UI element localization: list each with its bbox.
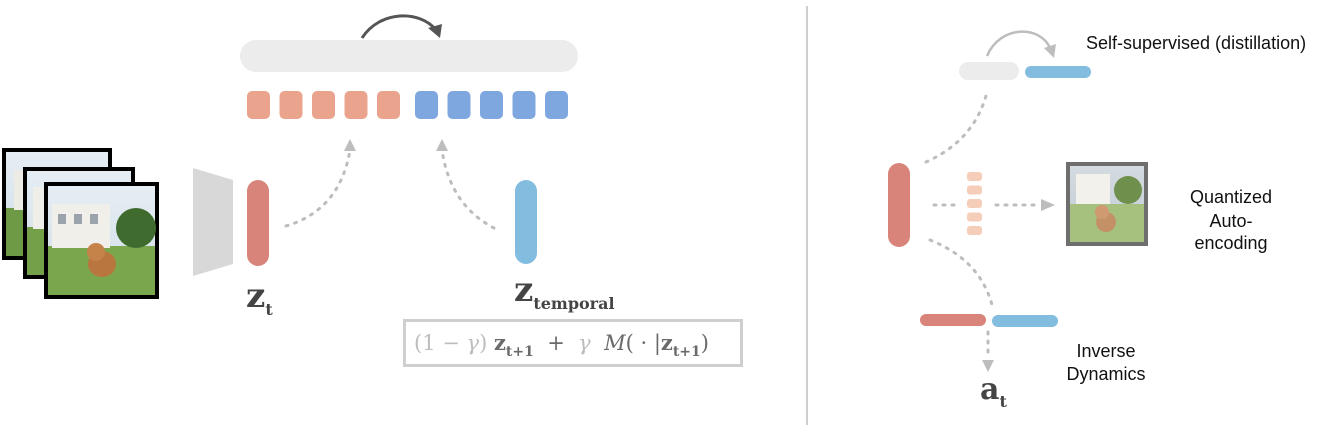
z-temporal-sub: temporal bbox=[533, 294, 615, 313]
image-frame-front bbox=[44, 182, 159, 299]
target-token bbox=[447, 91, 471, 119]
quantized-token-column bbox=[967, 172, 982, 235]
predicted-token bbox=[312, 91, 335, 119]
formula-z-cond: z bbox=[660, 330, 673, 355]
z-t-sub: t bbox=[265, 300, 273, 319]
predicted-token bbox=[344, 91, 368, 119]
quantized-token bbox=[967, 199, 982, 208]
z-temporal-to-tokens-arrow-head bbox=[436, 139, 448, 151]
autoregressive-arrow-head bbox=[428, 24, 442, 38]
quantized-token bbox=[967, 185, 982, 195]
predicted-token bbox=[377, 91, 400, 119]
quantized-image-icon bbox=[1066, 162, 1148, 246]
formula-m: M bbox=[604, 331, 626, 355]
token-row bbox=[247, 91, 568, 119]
inverse-dynamics-label-line1: Inverse bbox=[1076, 341, 1136, 361]
quantized-label-line2: Auto-encoding bbox=[1194, 211, 1268, 253]
formula-z-cond-sub: t+1 bbox=[672, 344, 701, 360]
quantized-label-line1: Quantized bbox=[1189, 187, 1273, 207]
quantizer-to-image-arrow-head bbox=[1041, 199, 1055, 211]
teacher-bar bbox=[959, 62, 1019, 80]
to-inverse-dynamics-line bbox=[928, 238, 994, 307]
z-t-label: zt bbox=[246, 276, 273, 319]
z-temporal-label: ztemporal bbox=[514, 270, 615, 313]
representation-vector bbox=[888, 163, 910, 247]
formula-z-next-sub: t+1 bbox=[505, 344, 534, 360]
z-temporal-to-tokens-arrow bbox=[440, 148, 496, 230]
z-t-base: z bbox=[246, 276, 266, 316]
z-t-to-tokens-arrow bbox=[284, 148, 352, 228]
self-supervised-label: Self-supervised (distillation) bbox=[1086, 33, 1307, 53]
to-action-arrow-head bbox=[982, 360, 994, 372]
z-t-vector bbox=[247, 180, 269, 266]
inverse-dynamics-label-line2: Dynamics bbox=[1066, 364, 1146, 384]
formula-z-next: z bbox=[493, 330, 506, 355]
encoder-trapezoid-icon bbox=[193, 168, 233, 276]
a-t-label: at bbox=[980, 372, 1007, 411]
quantized-token bbox=[967, 212, 982, 222]
predicted-token bbox=[279, 91, 303, 119]
z-temporal-vector bbox=[515, 180, 537, 264]
formula-close: ) bbox=[479, 331, 488, 355]
autoregressive-arrow bbox=[360, 14, 438, 39]
inverse-bar-next bbox=[992, 315, 1058, 327]
a-t-base: a bbox=[980, 372, 1000, 407]
formula-args-open: ( · | bbox=[625, 331, 661, 355]
a-t-sub: t bbox=[999, 392, 1007, 411]
distillation-arrow-head bbox=[1044, 44, 1056, 58]
target-token bbox=[480, 91, 503, 119]
inverse-bar-current bbox=[920, 314, 986, 326]
target-token bbox=[545, 91, 568, 119]
formula-open: (1 − bbox=[414, 331, 467, 355]
transformer-bar bbox=[240, 40, 578, 72]
temporal-target-formula: (1 − γ) zt+1 + γ M( · |zt+1) bbox=[403, 319, 743, 367]
formula-args-close: ) bbox=[700, 331, 709, 355]
target-token bbox=[512, 91, 536, 119]
quantized-token bbox=[967, 172, 982, 181]
student-bar bbox=[1025, 66, 1091, 78]
formula-gamma-2: γ bbox=[578, 331, 591, 355]
z-t-to-tokens-arrow-head bbox=[344, 139, 356, 151]
target-token bbox=[415, 91, 438, 119]
distillation-arrow bbox=[985, 30, 1052, 57]
predicted-token bbox=[247, 91, 270, 119]
to-distillation-line bbox=[924, 90, 989, 164]
formula-plus: + bbox=[547, 331, 565, 355]
z-temporal-base: z bbox=[514, 270, 534, 310]
quantized-token bbox=[967, 226, 982, 235]
image-stack-icon bbox=[2, 148, 159, 299]
formula-gamma: γ bbox=[466, 331, 480, 355]
